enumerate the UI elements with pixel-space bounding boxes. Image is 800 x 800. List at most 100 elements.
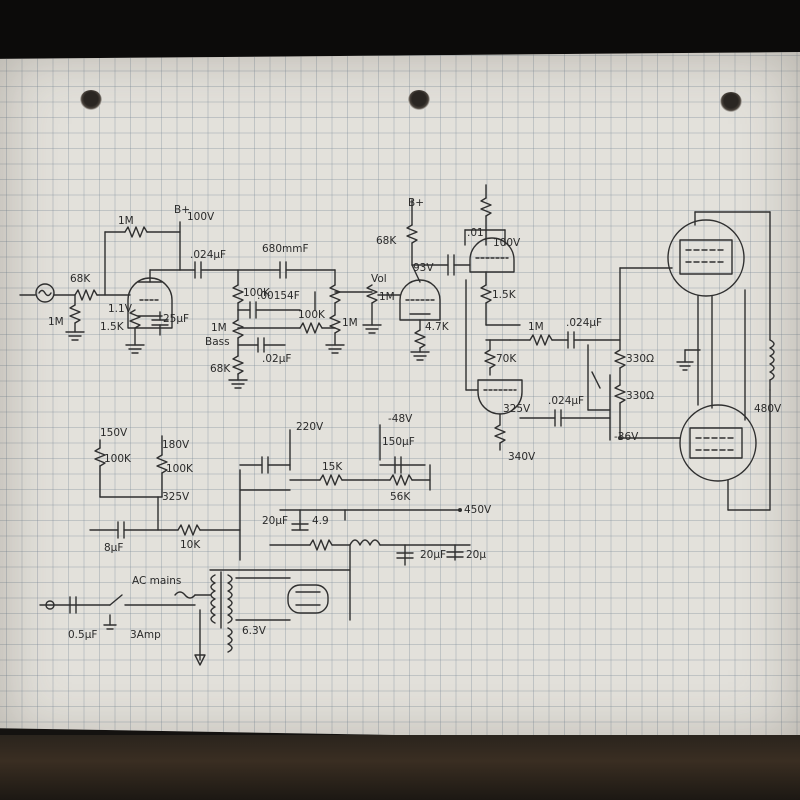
bias-voltage-label: -36V bbox=[614, 431, 639, 443]
ground-icon bbox=[410, 351, 430, 361]
pi-input-cap-label: .01 bbox=[467, 227, 484, 239]
filter-cap-e-label: 20μ bbox=[466, 549, 486, 561]
punch-hole-middle bbox=[408, 90, 430, 110]
grid-leak-resistor bbox=[69, 304, 81, 324]
rail-a-label: 150V bbox=[100, 427, 128, 439]
treble-cap-label: .00154F bbox=[257, 290, 300, 302]
filter-cap-d-label: 20μF bbox=[420, 549, 446, 561]
pi-cap-top-label: .024μF bbox=[566, 317, 602, 329]
cathode-resistor-label: 1.5K bbox=[100, 321, 125, 333]
pi-bottom-voltage-label: 340V bbox=[508, 451, 536, 463]
rail-c-label: 325V bbox=[162, 491, 190, 503]
second-stage-tube-icon bbox=[399, 279, 441, 321]
stage2-plate-resistor-label: 68K bbox=[376, 235, 397, 247]
phase-inverter-tube-icon bbox=[469, 237, 515, 273]
chassis-ground-icon bbox=[194, 654, 206, 666]
rail-d-label: 220V bbox=[296, 421, 324, 433]
fuse-label: 3Amp bbox=[130, 629, 161, 641]
bass-pot bbox=[232, 319, 244, 339]
power-transformer-secondary-icon bbox=[227, 574, 233, 624]
supply-voltage-label: 100V bbox=[187, 211, 215, 223]
stage2-cathode-resistor-label: 4.7K bbox=[425, 321, 450, 333]
bass-label: Bass bbox=[205, 336, 230, 348]
power-transformer-primary-icon bbox=[210, 574, 216, 624]
coupling-cap-label: .024μF bbox=[190, 249, 226, 261]
mains-plug-icon bbox=[45, 600, 55, 610]
plate-resistor-1m bbox=[124, 226, 148, 238]
pi-plate-resistor-label: 1.5K bbox=[492, 289, 517, 301]
mid-pot bbox=[329, 314, 341, 334]
mid-pot-label: 1M bbox=[342, 317, 358, 329]
bass-pot-label: 1M bbox=[211, 322, 227, 334]
divider-a-label: 100K bbox=[104, 453, 132, 465]
background-bottom bbox=[0, 735, 800, 800]
second-stage: B+ 68K 93V 4.7K bbox=[376, 197, 450, 361]
ground-icon bbox=[676, 361, 694, 371]
grid-leak-label: 1M bbox=[48, 316, 64, 328]
heater-label: 6.3V bbox=[242, 625, 267, 637]
stage2-plate-voltage-label: 93V bbox=[413, 262, 434, 274]
transformer-voltage-label: 480V bbox=[754, 403, 782, 415]
punch-hole-left bbox=[80, 90, 102, 110]
stage2-supply-label: B+ bbox=[408, 197, 424, 209]
grid-resistor-top-label: 330Ω bbox=[626, 353, 654, 365]
ground-icon bbox=[325, 344, 345, 354]
output-stage: 480V bbox=[667, 211, 782, 511]
rectifier-tube-icon bbox=[287, 584, 329, 614]
pi-cathode-voltage-label: 325V bbox=[503, 403, 531, 415]
filter-cap-b-label: 20μF bbox=[262, 515, 288, 527]
supply-label: B+ bbox=[174, 204, 190, 216]
pi-tail-resistor-label: 70K bbox=[496, 353, 517, 365]
cathode-voltage-label: 1.1V bbox=[108, 303, 133, 315]
coupling-cap-2-label: 680mmF bbox=[262, 243, 309, 255]
output-transformer-icon bbox=[769, 339, 775, 381]
ground-icon bbox=[228, 379, 248, 389]
volume-pot bbox=[366, 284, 378, 304]
grid-resistor-bottom-label: 330Ω bbox=[626, 390, 654, 402]
line-cap-label: 0.5μF bbox=[68, 629, 97, 641]
plate-resistor-68k bbox=[406, 224, 418, 244]
grid-resistor-label: 68K bbox=[70, 273, 91, 285]
volume-label: Vol bbox=[371, 273, 387, 285]
filter-resistor-label: 10K bbox=[180, 539, 201, 551]
fuse-icon bbox=[174, 591, 196, 599]
slope-resistor-label: 68K bbox=[210, 363, 231, 375]
hv-rail-label: 450V bbox=[464, 504, 492, 516]
bias-rail-label: -48V bbox=[388, 413, 413, 425]
ground-icon bbox=[65, 331, 85, 341]
input-stage: 1M B+ 100V 68K 1M 1.1V 1.5K 25μF .024μF … bbox=[19, 204, 336, 354]
filter-cap-c-label: 4.9 bbox=[312, 515, 329, 527]
divider-b-label: 100K bbox=[166, 463, 194, 475]
pi-plate-voltage-label: 100V bbox=[493, 237, 521, 249]
power-tube-bottom-icon bbox=[679, 404, 757, 482]
bias-cap-label: 150μF bbox=[382, 436, 415, 448]
plate-resistor-label: 1M bbox=[118, 215, 134, 227]
phase-inverter-tube-lower-icon bbox=[477, 379, 523, 415]
grid-resistor bbox=[74, 289, 98, 301]
volume-pot-label: 1M bbox=[379, 291, 395, 303]
mains-label: AC mains bbox=[132, 575, 181, 587]
mid-resistor-label: 100K bbox=[298, 309, 326, 321]
rail-b-label: 180V bbox=[162, 439, 190, 451]
tone-stack: 100K .00154F 1M Bass 100K 1M 68K .02μF V… bbox=[205, 269, 401, 389]
power-supply: 150V 180V 100K 100K 325V 220V -48V 150μF… bbox=[39, 413, 492, 666]
bass-cap-label: .02μF bbox=[262, 353, 291, 365]
filter-resistor bbox=[177, 524, 201, 536]
graph-paper bbox=[0, 52, 800, 742]
bias-resistor-a-label: 15K bbox=[322, 461, 343, 473]
signal-source-icon bbox=[35, 283, 55, 303]
choke-icon bbox=[349, 539, 381, 546]
ground-icon bbox=[362, 324, 382, 334]
power-tube-top-icon bbox=[667, 219, 745, 297]
cathode-cap-label: 25μF bbox=[163, 313, 189, 325]
bias-resistor-b-label: 56K bbox=[390, 491, 411, 503]
filter-cap-a-label: 8μF bbox=[104, 542, 123, 554]
feedback-resistor-label: 1M bbox=[528, 321, 544, 333]
pi-cap-bottom-label: .024μF bbox=[548, 395, 584, 407]
treble-pot-label: 100K bbox=[243, 287, 271, 299]
preamp-tube-icon bbox=[127, 277, 173, 329]
feedback-resistor bbox=[529, 334, 553, 346]
punch-hole-right bbox=[720, 92, 742, 112]
ground-icon bbox=[125, 344, 145, 354]
